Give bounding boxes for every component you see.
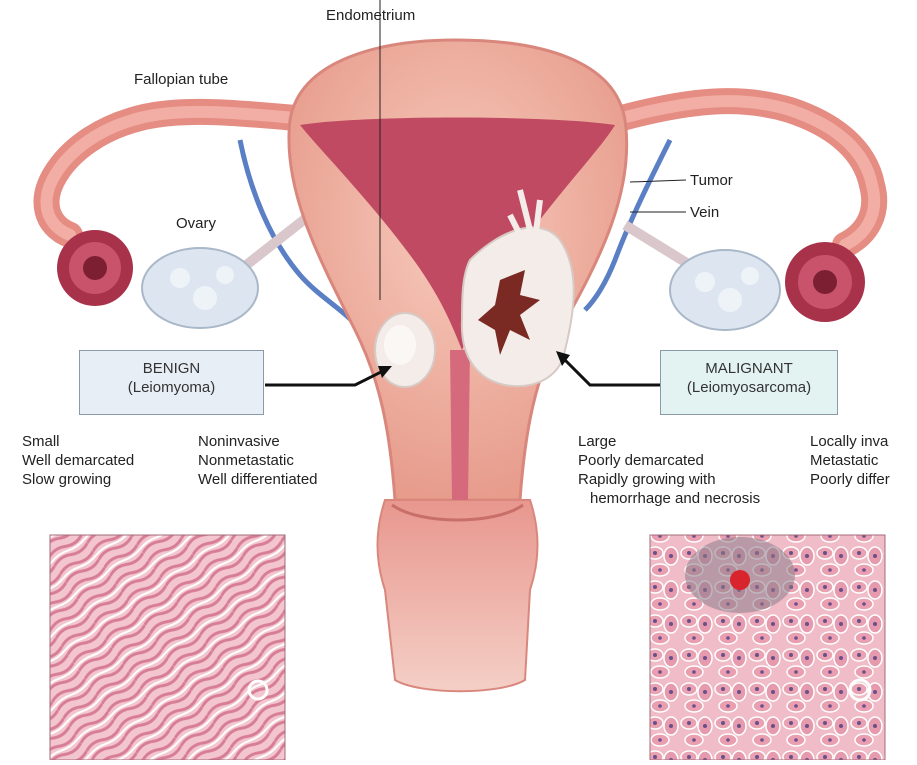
feature-item: Well demarcated <box>22 451 134 470</box>
benign-label-box: BENIGN (Leiomyoma) <box>79 350 264 415</box>
label-ovary: Ovary <box>176 214 216 233</box>
label-endometrium: Endometrium <box>326 6 415 25</box>
feature-item: Locally inva <box>810 432 890 451</box>
feature-item: Poorly differ <box>810 470 890 489</box>
benign-pointer <box>265 370 385 385</box>
fimbriae-left <box>57 230 133 306</box>
malignant-pointer <box>563 358 660 385</box>
feature-item: hemorrhage and necrosis <box>578 489 760 508</box>
malignant-title: MALIGNANT <box>661 359 837 378</box>
histology-malignant <box>650 535 885 760</box>
fallopian-tube-left <box>47 112 295 235</box>
label-fallopian-tube: Fallopian tube <box>134 70 228 89</box>
malignant-label-box: MALIGNANT (Leiomyosarcoma) <box>660 350 838 415</box>
feature-item: Slow growing <box>22 470 134 489</box>
fimbriae-right <box>785 242 865 322</box>
feature-item: Large <box>578 432 760 451</box>
feature-item: Well differentiated <box>198 470 318 489</box>
feature-item: Rapidly growing with <box>578 470 760 489</box>
fallopian-tube-right <box>622 101 874 245</box>
cervix <box>378 500 538 691</box>
feature-item: Nonmetastatic <box>198 451 318 470</box>
feature-item: Noninvasive <box>198 432 318 451</box>
histology-benign <box>50 535 285 760</box>
malignant-features-col2: Locally inva Metastatic Poorly differ <box>810 432 890 489</box>
benign-title: BENIGN <box>80 359 263 378</box>
label-vein: Vein <box>690 203 719 222</box>
feature-item: Small <box>22 432 134 451</box>
malignant-subtitle: (Leiomyosarcoma) <box>661 378 837 397</box>
feature-item: Metastatic <box>810 451 890 470</box>
benign-tumor <box>375 313 435 387</box>
malignant-features-col1: Large Poorly demarcated Rapidly growing … <box>578 432 760 508</box>
benign-features-col2: Noninvasive Nonmetastatic Well different… <box>198 432 318 489</box>
feature-item: Poorly demarcated <box>578 451 760 470</box>
ovary-right <box>670 250 780 330</box>
benign-subtitle: (Leiomyoma) <box>80 378 263 397</box>
ovary-left <box>142 248 258 328</box>
benign-features-col1: Small Well demarcated Slow growing <box>22 432 134 489</box>
label-tumor: Tumor <box>690 171 733 190</box>
